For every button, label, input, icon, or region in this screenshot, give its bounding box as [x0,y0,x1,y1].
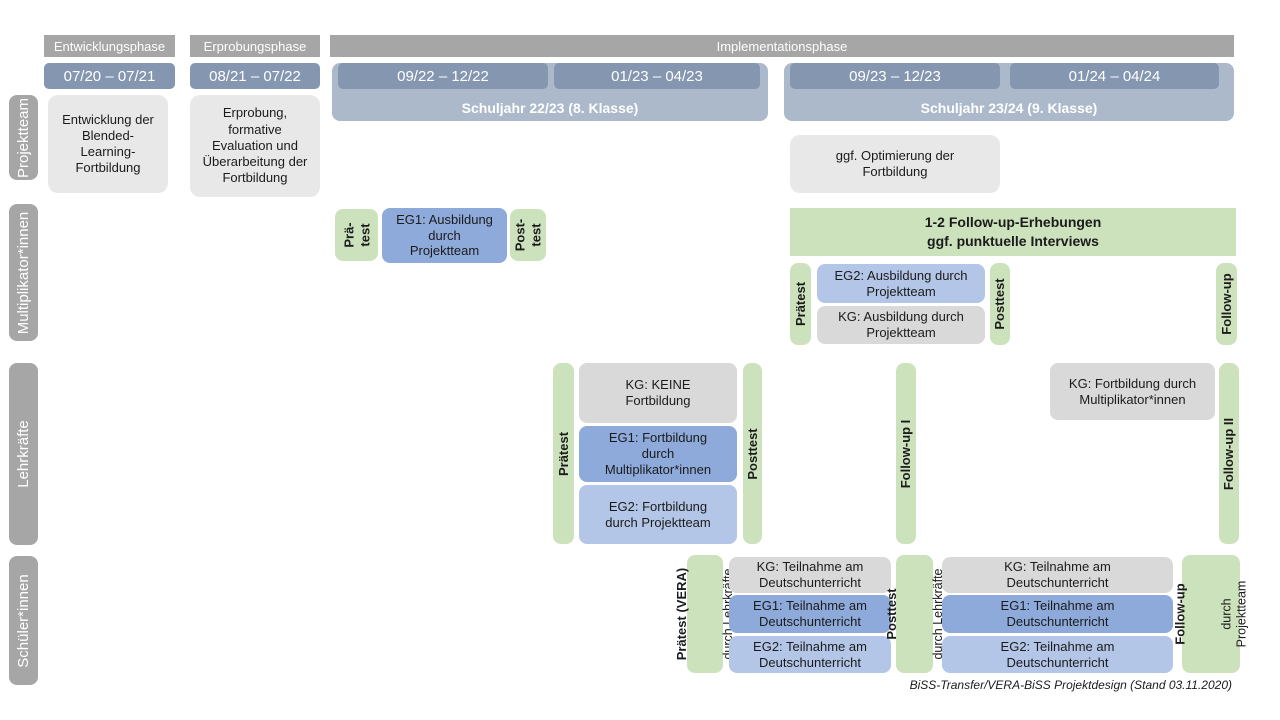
schueler-posttest-line1: Posttest [883,588,899,640]
row-label-schueler-text: Schüler*innen [14,573,32,668]
multiplikatoren-praetest-bar-text: Prä- test [340,222,372,248]
schueler-kg-box-1: KG: Teilnahme am Deutschunterricht [729,557,891,593]
multiplikatoren-praetest2-bar-text: Prätest [792,281,808,327]
lehrkraefte-followup2-bar-text: Follow-up II [1221,417,1237,490]
multiplikatoren-praetest-bar: Prä- test [335,209,378,261]
multiplikatoren-eg1-box: EG1: Ausbildung durch Projektteam [382,208,507,263]
date-range-0923-1223: 09/23 – 12/23 [790,63,1000,89]
phase-header-entwicklungsphase: Entwicklungsphase [44,35,175,57]
row-label-lehrkraefte-text: Lehrkräfte [14,420,32,488]
lehrkraefte-kg-keine-box: KG: KEINE Fortbildung [579,363,737,423]
date-range-0922-1222: 09/22 – 12/22 [338,63,548,89]
date-range-0821-0722: 08/21 – 07/22 [190,63,320,89]
schueler-followup-line2: durch Projektteam [1219,580,1249,648]
multiplikatoren-posttest2-bar-text: Posttest [992,278,1008,330]
multiplikatoren-followup-bar: Follow-up [1216,263,1237,345]
lehrkraefte-praetest-bar-text: Prätest [555,431,571,476]
projektteam-entwicklung-box: Entwicklung der Blended-Learning-Fortbil… [48,95,168,193]
schueler-eg2-box-1: EG2: Teilnahme am Deutschunterricht [729,636,891,673]
lehrkraefte-posttest-bar-text: Posttest [744,427,760,480]
date-range-0123-0423: 01/23 – 04/23 [554,63,760,89]
projektteam-erprobung-box: Erprobung, formative Evaluation und Über… [190,95,320,197]
row-label-projektteam: Projektteam [9,95,38,180]
schueler-praetest-vera-bar: Prätest (VERA) durch Lehrkräfte [674,555,735,673]
lehrkraefte-eg1-box: EG1: Fortbildung durch Multiplikator*inn… [579,426,737,482]
lehrkraefte-posttest-bar: Posttest [743,363,762,544]
lehrkraefte-followup1-bar: Follow-up I [896,363,916,544]
schueler-praetest-vera-line1: Prätest (VERA) [674,567,690,661]
row-label-lehrkraefte: Lehrkräfte [9,363,38,545]
schueler-kg-box-2: KG: Teilnahme am Deutschunterricht [942,557,1173,593]
schueler-eg2-box-2: EG2: Teilnahme am Deutschunterricht [942,636,1173,673]
multiplikatoren-eg2-box: EG2: Ausbildung durch Projektteam [817,264,985,303]
multiplikatoren-followup-bar-text: Follow-up [1218,273,1234,335]
multiplikatoren-praetest2-bar: Prätest [790,263,811,345]
projektteam-optimierung-box: ggf. Optimierung der Fortbildung [790,135,1000,193]
lehrkraefte-followup2-bar: Follow-up II [1219,363,1239,544]
schueler-posttest-bar: Posttest durch Lehrkräfte [884,555,944,673]
lehrkraefte-followup1-bar-text: Follow-up I [898,419,914,488]
multiplikatoren-posttest-bar: Post- test [510,209,546,261]
row-label-schueler: Schüler*innen [9,556,38,685]
schueler-followup-bar-text: Follow-up durch Projektteam [1141,581,1280,648]
schueler-eg1-box-2: EG1: Teilnahme am Deutschunterricht [942,595,1173,633]
phase-header-implementationsphase: Implementationsphase [330,35,1234,57]
lehrkraefte-kg-fortbildung-box: KG: Fortbildung durch Multiplikator*inne… [1050,363,1215,420]
schuljahr-23-24-label: Schuljahr 23/24 (9. Klasse) [920,100,1098,116]
multiplikatoren-posttest-bar-text: Post- test [512,218,543,252]
lehrkraefte-praetest-bar: Prätest [553,363,574,544]
multiplikatoren-kg-box: KG: Ausbildung durch Projektteam [817,306,985,344]
schueler-followup-line1: Follow-up [1172,583,1188,645]
row-label-multiplikatoren-text: Multiplikator*innen [14,211,32,334]
date-range-0720-0721: 07/20 – 07/21 [44,63,175,89]
row-label-projektteam-text: Projektteam [14,97,32,178]
lehrkraefte-eg2-box: EG2: Fortbildung durch Projektteam [579,485,737,544]
footer-caption: BiSS-Transfer/VERA-BiSS Projektdesign (S… [909,678,1232,692]
schueler-followup-bar: Follow-up durch Projektteam [1173,555,1248,673]
row-label-multiplikatoren: Multiplikator*innen [9,204,38,341]
phase-header-erprobungsphase: Erprobungsphase [190,35,320,57]
multiplikatoren-followup-erhebungen-box: 1-2 Follow-up-Erhebungen ggf. punktuelle… [790,208,1236,256]
date-range-0124-0424: 01/24 – 04/24 [1010,63,1219,89]
multiplikatoren-posttest2-bar: Posttest [990,263,1010,345]
schuljahr-22-23-label: Schuljahr 22/23 (8. Klasse) [461,100,639,116]
schueler-eg1-box-1: EG1: Teilnahme am Deutschunterricht [729,595,891,633]
